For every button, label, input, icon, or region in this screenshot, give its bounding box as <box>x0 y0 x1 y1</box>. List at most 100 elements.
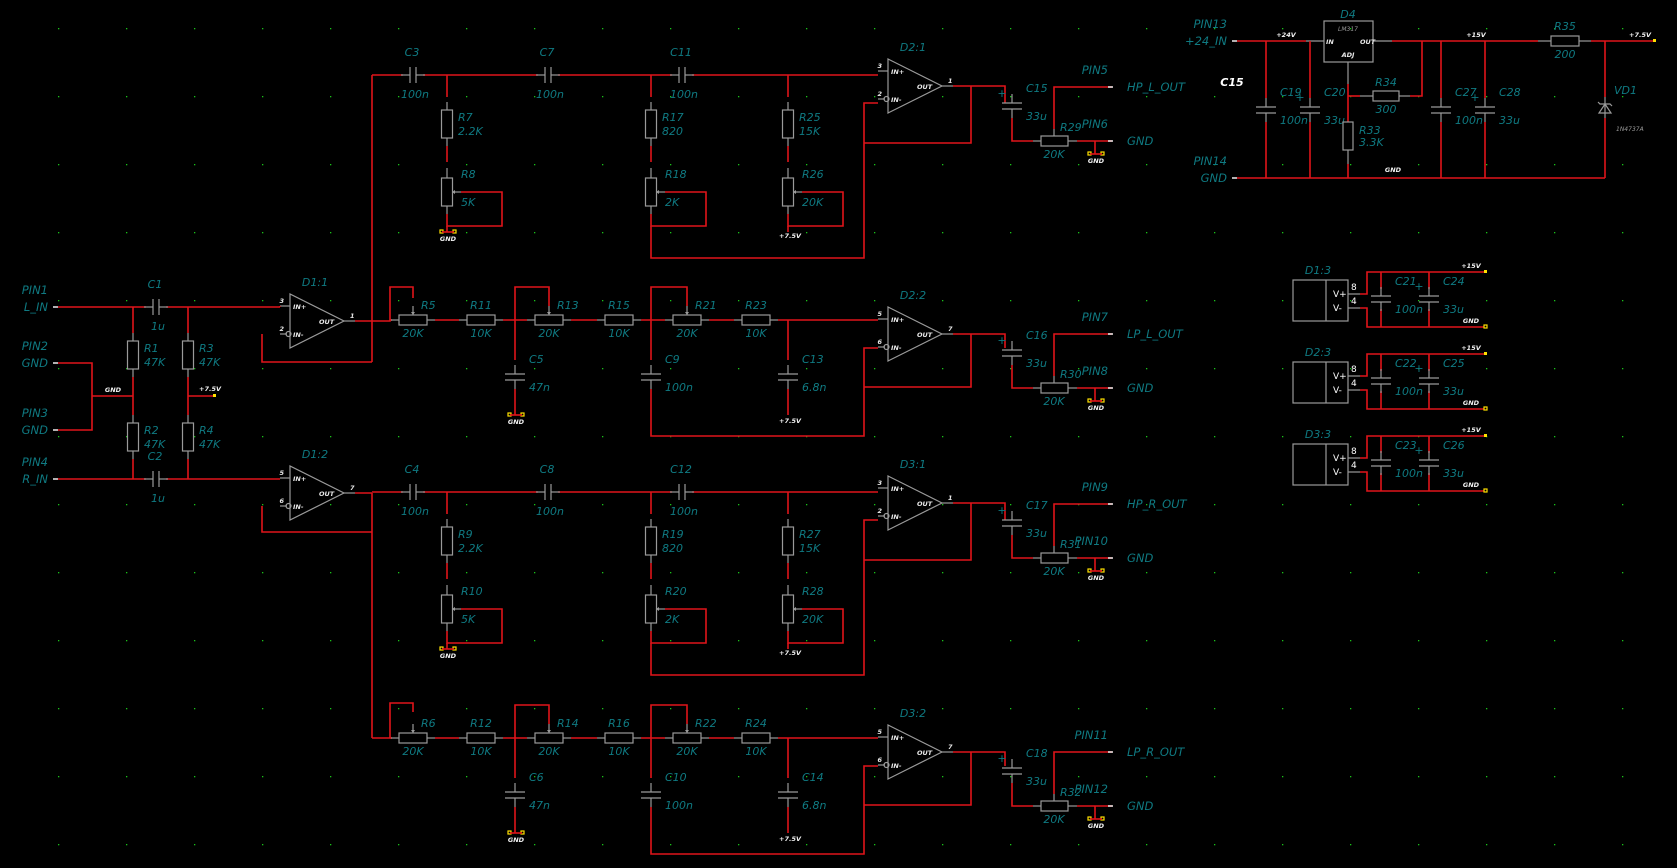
opamp[interactable] <box>878 724 953 780</box>
opamp[interactable] <box>878 58 953 114</box>
potentiometer-lp[interactable] <box>391 306 435 326</box>
resistor-r34[interactable] <box>1360 90 1410 102</box>
capacitor-lp[interactable] <box>778 783 798 807</box>
wire[interactable] <box>372 702 414 739</box>
potentiometer-lp[interactable] <box>527 724 571 744</box>
potentiometer-hp[interactable] <box>781 585 803 631</box>
potentiometer-lp[interactable] <box>665 724 709 744</box>
wire[interactable] <box>1360 353 1484 377</box>
wire[interactable] <box>650 286 688 320</box>
capacitor-output[interactable] <box>1002 341 1022 365</box>
pot-short-wire[interactable] <box>446 191 503 227</box>
capacitor-lp[interactable] <box>505 783 525 807</box>
wire[interactable] <box>1360 471 1484 492</box>
opamp[interactable] <box>878 306 953 362</box>
potentiometer-hp[interactable] <box>781 168 803 214</box>
resistor-r4[interactable] <box>181 415 195 459</box>
wire[interactable] <box>1011 118 1033 142</box>
potentiometer-volume[interactable] <box>1033 794 1077 812</box>
wire[interactable] <box>1410 41 1423 97</box>
regulator-lm317[interactable] <box>1306 20 1392 84</box>
resistor-hp[interactable] <box>644 102 658 146</box>
capacitor-c2[interactable] <box>144 471 168 487</box>
resistor-hp[interactable] <box>781 519 795 563</box>
potentiometer-volume[interactable] <box>1033 546 1077 564</box>
capacitor-decoupling[interactable] <box>1419 287 1439 311</box>
wire[interactable] <box>1053 86 1112 129</box>
capacitor-decoupling[interactable] <box>1419 451 1439 475</box>
resistor-hp[interactable] <box>644 519 658 563</box>
wire[interactable] <box>514 704 550 738</box>
wire[interactable] <box>1360 435 1484 459</box>
capacitor-lp[interactable] <box>505 365 525 389</box>
resistor-r33[interactable] <box>1342 121 1354 164</box>
resistor-r2[interactable] <box>126 415 140 459</box>
wire[interactable] <box>864 86 972 144</box>
capacitor-c1[interactable] <box>144 299 168 315</box>
wire[interactable] <box>864 503 972 561</box>
wire[interactable] <box>650 765 878 855</box>
potentiometer-lp[interactable] <box>527 306 571 326</box>
potentiometer-hp[interactable] <box>440 168 462 214</box>
capacitor-hp[interactable] <box>536 67 560 83</box>
pot-short-wire[interactable] <box>446 608 503 644</box>
pot-short-wire[interactable] <box>787 191 844 227</box>
capacitor-lp[interactable] <box>641 365 661 389</box>
capacitor-decoupling[interactable] <box>1419 369 1439 393</box>
capacitor-lp[interactable] <box>778 365 798 389</box>
resistor-r3[interactable] <box>181 333 195 377</box>
resistor-lp[interactable] <box>459 314 503 326</box>
wire[interactable] <box>1053 333 1112 376</box>
wire[interactable] <box>1360 271 1484 295</box>
resistor-lp[interactable] <box>734 732 778 744</box>
wire[interactable] <box>650 704 688 738</box>
capacitor-c28[interactable] <box>1475 98 1495 122</box>
capacitor-hp[interactable] <box>670 67 694 83</box>
pot-short-wire[interactable] <box>650 191 707 227</box>
zener-diode-vd1[interactable] <box>1597 97 1613 118</box>
capacitor-c19[interactable] <box>1256 98 1276 122</box>
wire[interactable] <box>1360 389 1484 410</box>
resistor-lp[interactable] <box>459 732 503 744</box>
wire[interactable] <box>514 286 550 320</box>
resistor-r1[interactable] <box>126 333 140 377</box>
capacitor-lp[interactable] <box>641 783 661 807</box>
wire[interactable] <box>1011 535 1033 559</box>
opamp[interactable] <box>280 465 355 521</box>
wire[interactable] <box>261 334 372 363</box>
wire[interactable] <box>261 506 372 533</box>
capacitor-decoupling[interactable] <box>1371 287 1391 311</box>
opamp[interactable] <box>878 475 953 531</box>
wire[interactable] <box>864 752 972 806</box>
potentiometer-hp[interactable] <box>644 168 666 214</box>
capacitor-output[interactable] <box>1002 759 1022 783</box>
opamp-supply-unit[interactable] <box>1292 279 1360 322</box>
capacitor-hp[interactable] <box>401 67 425 83</box>
resistor-hp[interactable] <box>440 102 454 146</box>
capacitor-output[interactable] <box>1002 511 1022 535</box>
wire[interactable] <box>58 362 93 431</box>
wire[interactable] <box>372 286 414 322</box>
capacitor-hp[interactable] <box>670 484 694 500</box>
potentiometer-hp[interactable] <box>440 585 462 631</box>
capacitor-hp[interactable] <box>536 484 560 500</box>
wire[interactable] <box>1360 307 1484 328</box>
potentiometer-hp[interactable] <box>644 585 666 631</box>
potentiometer-lp[interactable] <box>665 306 709 326</box>
capacitor-c27[interactable] <box>1431 98 1451 122</box>
capacitor-output[interactable] <box>1002 94 1022 118</box>
wire[interactable] <box>1011 783 1033 807</box>
opamp-supply-unit[interactable] <box>1292 443 1360 486</box>
wire[interactable] <box>1053 751 1112 794</box>
pot-short-wire[interactable] <box>650 608 707 644</box>
pot-short-wire[interactable] <box>787 608 844 644</box>
wire[interactable] <box>864 334 972 388</box>
resistor-lp[interactable] <box>597 314 641 326</box>
resistor-hp[interactable] <box>440 519 454 563</box>
wire[interactable] <box>1053 503 1112 546</box>
potentiometer-lp[interactable] <box>391 724 435 744</box>
resistor-lp[interactable] <box>734 314 778 326</box>
opamp-supply-unit[interactable] <box>1292 361 1360 404</box>
wire[interactable] <box>650 347 878 437</box>
